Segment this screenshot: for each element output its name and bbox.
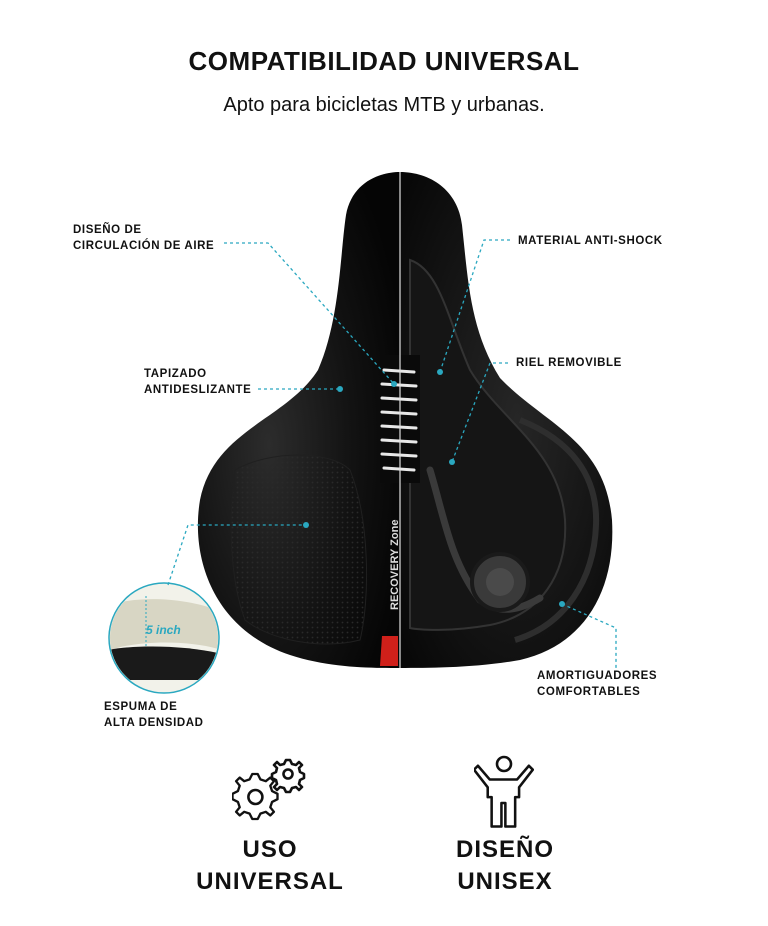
page-subtitle: Apto para bicicletas MTB y urbanas. xyxy=(223,94,545,116)
brand-text: RECOVERY Zone xyxy=(389,520,401,610)
saddle-rim xyxy=(514,417,600,643)
texture-panel xyxy=(230,454,368,645)
callout-lines xyxy=(167,239,617,672)
foam-inset: 5 inch xyxy=(108,582,220,694)
page-title: COMPATIBILIDAD UNIVERSAL xyxy=(188,46,580,76)
callout-rail: RIEL REMOVIBLE xyxy=(516,357,622,369)
red-accent xyxy=(380,636,398,666)
callout-anti-shock: MATERIAL ANTI-SHOCK xyxy=(518,235,663,247)
person-icon xyxy=(474,755,534,828)
callout-dots xyxy=(303,369,565,607)
gears-icon xyxy=(232,758,306,821)
svg-text:5 inch: 5 inch xyxy=(146,623,181,637)
